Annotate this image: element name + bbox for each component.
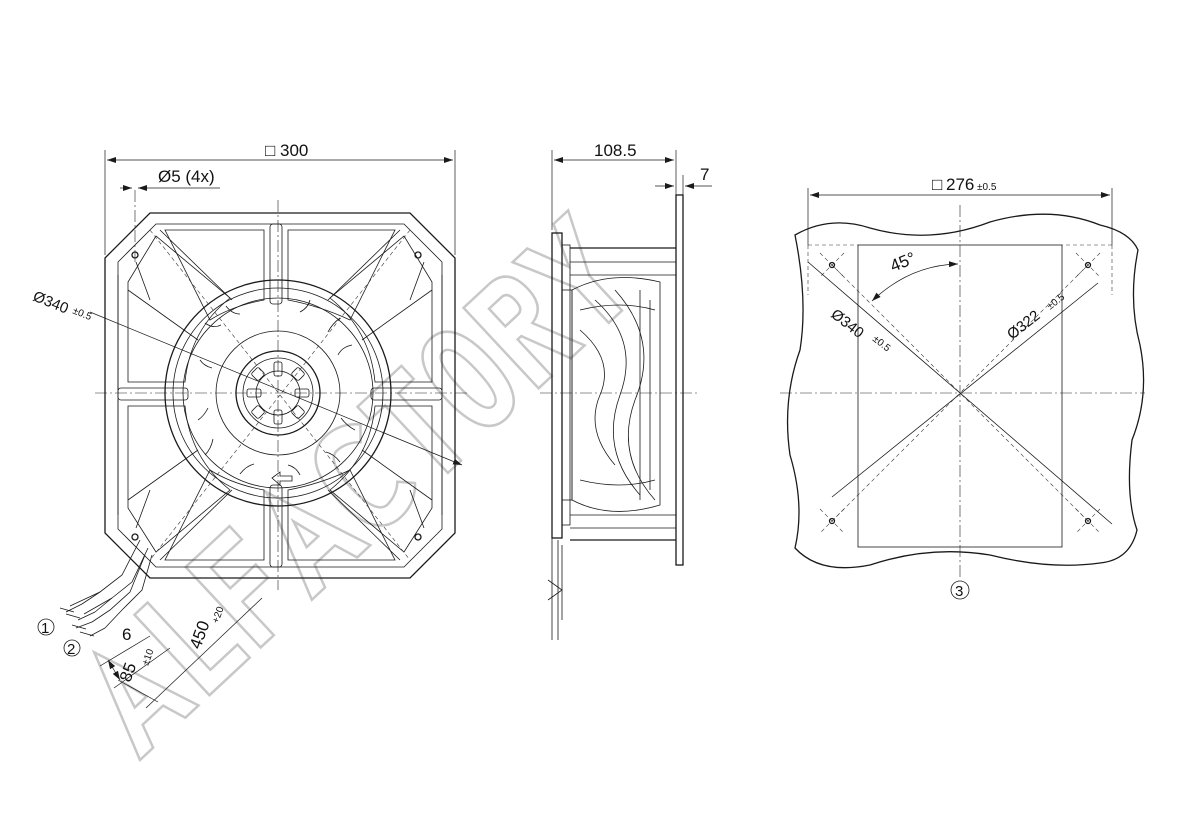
- cutout-outer-tol: ±0.5: [870, 334, 892, 355]
- bolt-circle-tol: ±0.5: [1045, 291, 1067, 312]
- outer-diameter-label: Ø340: [31, 288, 71, 318]
- housing-outline: [104, 212, 456, 579]
- bolt-circle-diameter: Ø322: [1004, 307, 1043, 343]
- square-symbol: □: [265, 141, 275, 160]
- outer-diameter-tol: ±0.5: [71, 306, 94, 324]
- angle-label: 45°: [887, 248, 918, 275]
- callout-3: 3: [955, 583, 963, 600]
- width-dimension: 300: [280, 141, 308, 160]
- watermark: [91, 208, 624, 763]
- callout-2: 2: [67, 641, 75, 658]
- blade-tips: [197, 299, 356, 476]
- depth-dimension: 108.5: [594, 141, 637, 160]
- callout-2-circle: [63, 639, 81, 657]
- flange-dimension: 7: [700, 165, 709, 184]
- strip-length: 6: [122, 625, 131, 644]
- cable-length: 450: [186, 618, 214, 651]
- callout-1-circle: [37, 618, 55, 636]
- cutout-tol: ±0.5: [977, 182, 997, 193]
- cutout-size: 276: [946, 175, 974, 194]
- cutout-square-symbol: □: [932, 175, 942, 194]
- side-view: 108.5 7: [540, 141, 712, 640]
- cutout-outer-diameter: Ø340: [828, 306, 867, 342]
- sleeve-tol: ±10: [140, 647, 156, 667]
- panel-break-outline: [786, 213, 1145, 569]
- cutout-holes: [828, 261, 1092, 525]
- rotation-arrow: [271, 471, 293, 486]
- hole-diameter-label: Ø5 (4x): [158, 167, 215, 186]
- cutout-view: 45° □ 276 ±0.5 Ø340 ±0.5 Ø322 ±0.5 3: [780, 175, 1145, 600]
- callout-1: 1: [41, 620, 49, 637]
- front-view: □ 300 Ø5 (4x) Ø340 ±0.5 1 2 6 85: [31, 141, 470, 709]
- cable: [59, 539, 153, 637]
- callout-3-circle: [950, 580, 970, 600]
